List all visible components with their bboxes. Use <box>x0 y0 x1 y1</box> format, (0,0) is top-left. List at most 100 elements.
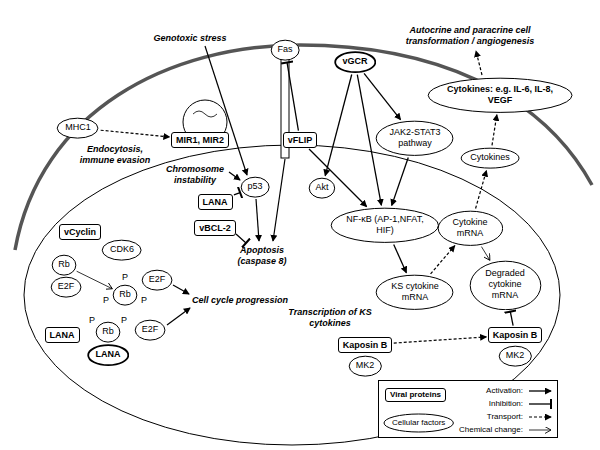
transport-connector <box>492 115 497 146</box>
node-text: p53 <box>247 181 262 192</box>
cellular-factor-ellipse: CDK6 <box>101 239 142 261</box>
ellipse-shape <box>499 346 531 366</box>
cell-cycle-leader <box>167 308 190 325</box>
transport-connector <box>394 337 486 343</box>
viral-protein-box: vBCL-2 <box>194 220 236 236</box>
ellipse-shape <box>335 52 375 72</box>
cellular-factor-ellipse: MHC1 <box>56 117 99 139</box>
instability-leader <box>229 172 240 180</box>
ellipse-shape <box>331 208 438 242</box>
cell-cycle-leader <box>173 285 189 294</box>
ellipse-shape <box>377 121 454 155</box>
process-label: Chromosome instability <box>163 164 228 186</box>
ellipse-shape <box>428 78 572 112</box>
node-text: KS cytokine mRNA <box>387 281 442 303</box>
process-label: Cell cycle progression <box>192 295 288 306</box>
process-label: Endocytosis, immune evasion <box>78 144 153 166</box>
phosphate-label: P <box>122 272 128 283</box>
legend-entry: Activation: <box>486 386 523 396</box>
fas-apoptosis-leader <box>273 159 285 241</box>
transport-connector <box>476 171 487 209</box>
node-text: Rb <box>119 289 131 300</box>
inhibition-connector <box>510 312 513 326</box>
cellular-factor-ellipse: LANA <box>87 344 130 366</box>
cellular-factor-ellipse: Cytokines: e.g. IL-6, IL-8, VEGF <box>427 77 573 114</box>
chemical-change-connector <box>77 271 113 289</box>
node-text: MK2 <box>506 350 525 361</box>
cellular-factor-ellipse: NF-κB (AP-1,NFAT, HIF) <box>330 207 440 244</box>
node-text: MK2 <box>356 360 375 371</box>
vesicle-content <box>193 111 217 117</box>
ellipse-shape <box>103 240 142 260</box>
legend-entry: Cellular factors <box>383 413 454 433</box>
node-text: E2F <box>142 324 159 335</box>
ellipse-shape <box>461 148 519 168</box>
ellipse-shape <box>113 285 137 305</box>
legend-line <box>529 390 551 391</box>
node-text: LANA <box>203 197 228 208</box>
activation-connector <box>364 73 400 119</box>
node-text: vBCL-2 <box>199 223 231 234</box>
activation-connector <box>394 244 407 272</box>
phosphate-label: P <box>103 295 109 306</box>
phosphate-label: P <box>89 315 95 326</box>
legend-text: Cellular factors <box>392 418 445 428</box>
ellipse-shape <box>52 255 76 275</box>
genotoxic-leader <box>205 46 247 175</box>
legend-text: Chemical change: <box>459 425 523 434</box>
legend-text: Transport: <box>487 412 523 421</box>
node-text: vFLIP <box>288 135 313 146</box>
node-text: Kaposin B <box>343 340 388 351</box>
ellipse-shape <box>470 261 541 310</box>
node-text: vCyclin <box>64 227 96 238</box>
node-text: JAK2-STAT3 pathway <box>387 127 442 149</box>
legend-text: Inhibition: <box>489 399 523 408</box>
process-label: Apoptosis (caspase 8) <box>230 245 295 267</box>
legend-entry: Inhibition: <box>489 399 523 409</box>
legend-box: Viral proteinsCellular factors Activation… <box>378 380 558 438</box>
cellular-factor-ellipse: Fas <box>270 39 300 61</box>
secretion-leader <box>476 51 482 75</box>
chemical-change-connector <box>481 247 489 261</box>
legend-entry: Transport: <box>487 412 523 422</box>
cellular-factor-ellipse: Rb <box>51 254 77 276</box>
transport-connector <box>431 246 455 274</box>
inhibition-connector <box>287 63 298 131</box>
legend-entry: Chemical change: <box>459 425 523 435</box>
node-text: MHC1 <box>65 122 91 133</box>
legend-line-sample <box>528 386 556 396</box>
node-text: Rb <box>102 326 114 337</box>
viral-protein-box: Kaposin B <box>338 337 393 353</box>
viral-protein-box: vCyclin <box>59 224 101 240</box>
legend-line-sample <box>528 412 556 422</box>
cellular-factor-ellipse: Rb <box>95 321 121 343</box>
p53-apoptosis-leader <box>256 199 259 241</box>
process-label: Autocrine and paracrine cell transformat… <box>388 25 553 47</box>
transport-connector <box>101 130 170 137</box>
cellular-factor-ellipse: Cytokine mRNA <box>437 210 504 247</box>
cellular-factor-ellipse: JAK2-STAT3 pathway <box>375 120 454 157</box>
cellular-factor-ellipse: Akt <box>308 177 336 199</box>
legend-ellipse-shape <box>384 414 453 432</box>
legend-line <box>529 403 551 404</box>
activation-connector <box>309 149 367 207</box>
ellipse-shape <box>88 345 128 365</box>
process-label: Genotoxic stress <box>153 33 226 44</box>
cellular-factor-ellipse: E2F <box>134 319 166 341</box>
bcl2-inhibition-leader <box>236 234 246 243</box>
legend-text: Activation: <box>486 386 523 395</box>
ellipse-shape <box>349 356 381 376</box>
cellular-factor-ellipse: Degraded cytokine mRNA <box>469 260 542 311</box>
ellipse-shape <box>377 275 454 309</box>
cellular-factor-ellipse: E2F <box>50 276 82 298</box>
legend-text: Viral proteins <box>390 390 441 399</box>
node-text: vGCR <box>342 56 367 67</box>
legend-line-sample <box>528 399 556 409</box>
node-text: LANA <box>96 349 121 360</box>
viral-protein-box: LANA <box>198 194 233 210</box>
cellular-factor-ellipse: E2F <box>141 269 173 291</box>
cellular-factor-ellipse: Rb <box>112 284 138 306</box>
node-text: Fas <box>277 44 292 55</box>
ellipse-shape <box>241 177 269 197</box>
